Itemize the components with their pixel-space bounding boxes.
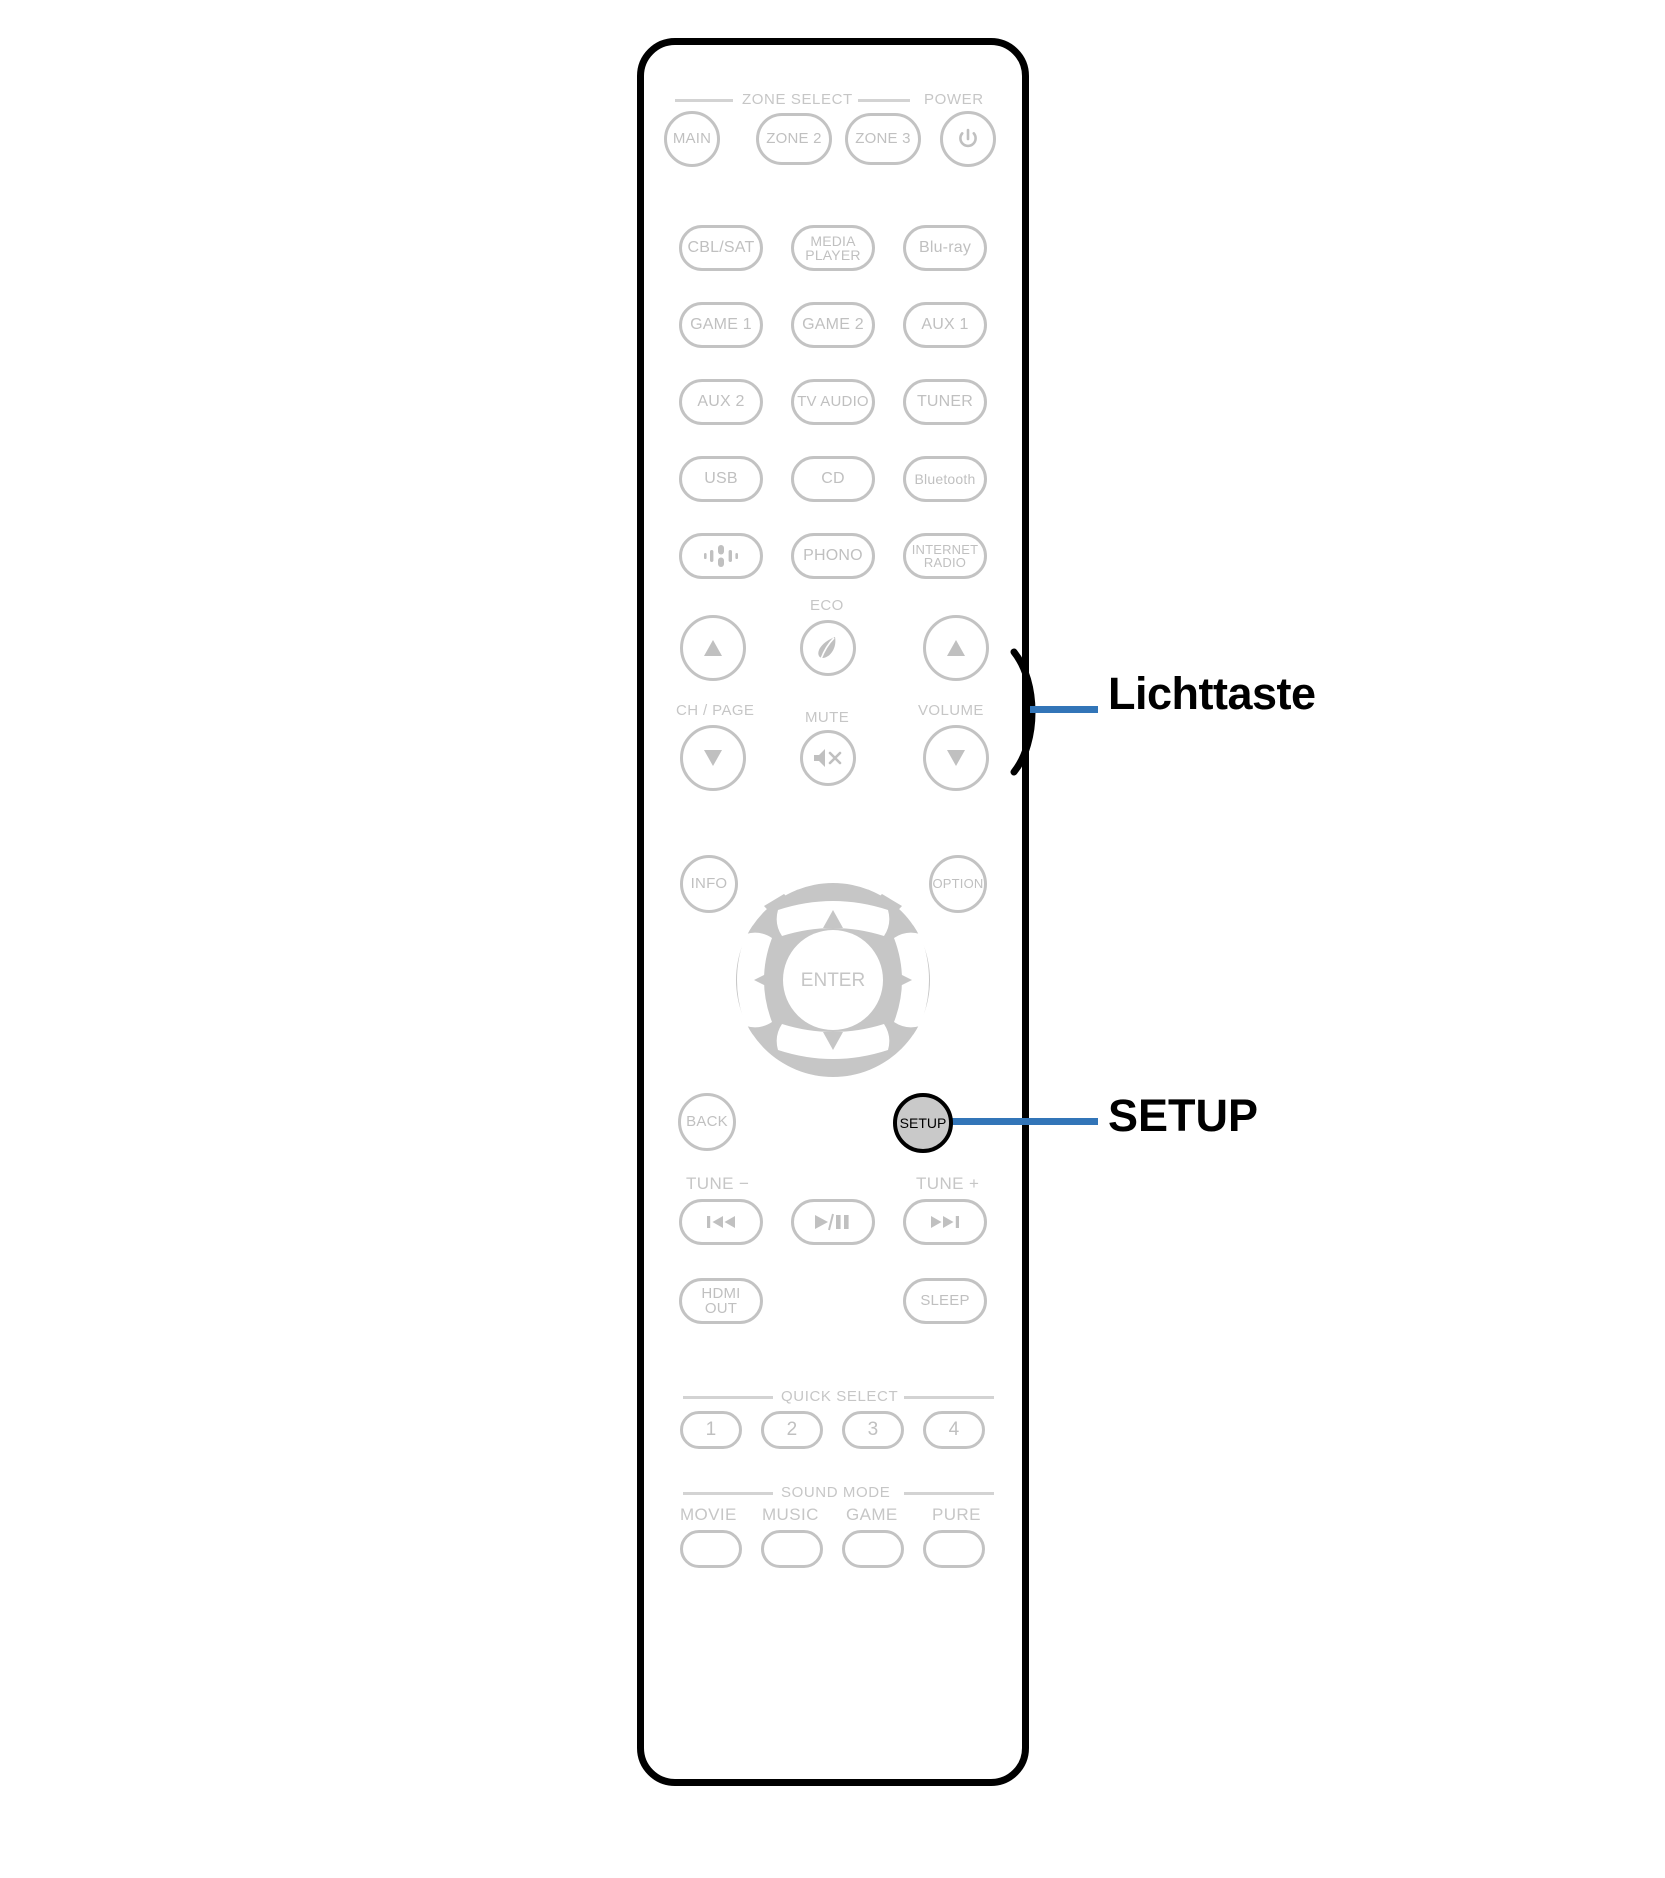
zone-select-rule-left <box>675 99 733 102</box>
heos-icon <box>697 543 745 569</box>
zone-2-button[interactable]: ZONE 2 <box>756 113 832 165</box>
zone-main-button[interactable]: MAIN <box>664 111 720 167</box>
tune-plus-label: TUNE + <box>916 1174 980 1193</box>
sound-mode-music-label: MUSIC <box>762 1505 819 1524</box>
setup-button[interactable]: SETUP <box>893 1093 953 1153</box>
sound-mode-movie-button[interactable] <box>680 1530 742 1568</box>
triangle-down-icon <box>702 748 724 768</box>
eco-label: ECO <box>810 597 844 614</box>
play-pause-button[interactable] <box>791 1199 875 1245</box>
power-header: POWER <box>924 91 984 108</box>
volume-label: VOLUME <box>918 702 984 719</box>
triangle-down-icon <box>945 748 967 768</box>
cursor-pad[interactable]: ENTER <box>688 877 978 1083</box>
quick-select-2-button[interactable]: 2 <box>761 1411 823 1449</box>
internet-radio-line-2: RADIO <box>923 555 967 570</box>
internet-radio-line-1: INTERNET <box>911 541 979 557</box>
quick-select-header: QUICK SELECT <box>781 1388 899 1405</box>
tune-minus-label: TUNE − <box>686 1174 750 1193</box>
source-phono-button[interactable]: PHONO <box>791 533 875 579</box>
source-aux-2-button[interactable]: AUX 2 <box>679 379 763 425</box>
source-aux-1-button[interactable]: AUX 1 <box>903 302 987 348</box>
skip-previous-icon <box>704 1214 738 1230</box>
zone-select-rule-right <box>858 99 910 102</box>
callout-leader-light <box>1030 706 1098 713</box>
back-button[interactable]: BACK <box>678 1093 736 1151</box>
source-bluray-button[interactable]: Blu-ray <box>903 225 987 271</box>
source-usb-button[interactable]: USB <box>679 456 763 502</box>
zone-3-button[interactable]: ZONE 3 <box>845 113 921 165</box>
callout-label-light: Lichttaste <box>1108 668 1316 719</box>
sound-mode-rule-right <box>904 1492 994 1495</box>
triangle-up-icon <box>702 638 724 658</box>
quick-select-4-button[interactable]: 4 <box>923 1411 985 1449</box>
sound-mode-rule-left <box>683 1492 773 1495</box>
source-bluetooth-button[interactable]: Bluetooth <box>903 456 987 502</box>
mute-speaker-icon <box>811 746 845 770</box>
source-cd-button[interactable]: CD <box>791 456 875 502</box>
source-cbl-sat-button[interactable]: CBL/SAT <box>679 225 763 271</box>
quick-select-rule-right <box>904 1396 994 1399</box>
ch-page-up-button[interactable] <box>680 615 746 681</box>
eco-button[interactable] <box>800 620 856 676</box>
source-tv-audio-button[interactable]: TV AUDIO <box>791 379 875 425</box>
option-button[interactable]: OPTION <box>929 855 987 913</box>
callout-leader-setup <box>950 1118 1098 1125</box>
source-game-1-button[interactable]: GAME 1 <box>679 302 763 348</box>
sound-mode-music-button[interactable] <box>761 1530 823 1568</box>
source-media-player-button[interactable]: MEDIA PLAYER <box>791 225 875 271</box>
hdmi-out-line-2: OUT <box>704 1300 738 1317</box>
sound-mode-game-label: GAME <box>846 1505 898 1524</box>
sound-mode-pure-label: PURE <box>932 1505 981 1524</box>
zone-select-header: ZONE SELECT <box>742 91 853 108</box>
triangle-up-icon <box>945 638 967 658</box>
sound-mode-header: SOUND MODE <box>781 1484 891 1501</box>
power-icon <box>955 126 981 152</box>
mute-button[interactable] <box>800 730 856 786</box>
sound-mode-game-button[interactable] <box>842 1530 904 1568</box>
source-heos-button[interactable] <box>679 533 763 579</box>
source-internet-radio-button[interactable]: INTERNET RADIO <box>903 533 987 579</box>
power-button[interactable] <box>940 111 996 167</box>
skip-next-icon <box>928 1214 962 1230</box>
source-tuner-button[interactable]: TUNER <box>903 379 987 425</box>
volume-down-button[interactable] <box>923 725 989 791</box>
svg-text:ENTER: ENTER <box>801 970 865 991</box>
ch-page-down-button[interactable] <box>680 725 746 791</box>
quick-select-rule-left <box>683 1396 773 1399</box>
leaf-icon <box>815 634 841 662</box>
hdmi-out-line-1: HDMI <box>701 1284 741 1302</box>
quick-select-1-button[interactable]: 1 <box>680 1411 742 1449</box>
media-player-line-1: MEDIA <box>810 232 856 249</box>
media-player-line-2: PLAYER <box>805 247 861 263</box>
quick-select-3-button[interactable]: 3 <box>842 1411 904 1449</box>
volume-up-button[interactable] <box>923 615 989 681</box>
play-pause-icon <box>812 1213 854 1231</box>
hdmi-out-button[interactable]: HDMI OUT <box>679 1278 763 1324</box>
callout-label-setup: SETUP <box>1108 1090 1259 1141</box>
ch-page-label: CH / PAGE <box>676 702 755 719</box>
sound-mode-movie-label: MOVIE <box>680 1505 737 1524</box>
source-game-2-button[interactable]: GAME 2 <box>791 302 875 348</box>
skip-previous-button[interactable] <box>679 1199 763 1245</box>
sound-mode-pure-button[interactable] <box>923 1530 985 1568</box>
sleep-button[interactable]: SLEEP <box>903 1278 987 1324</box>
mute-label: MUTE <box>805 709 850 726</box>
skip-next-button[interactable] <box>903 1199 987 1245</box>
info-button[interactable]: INFO <box>680 855 738 913</box>
